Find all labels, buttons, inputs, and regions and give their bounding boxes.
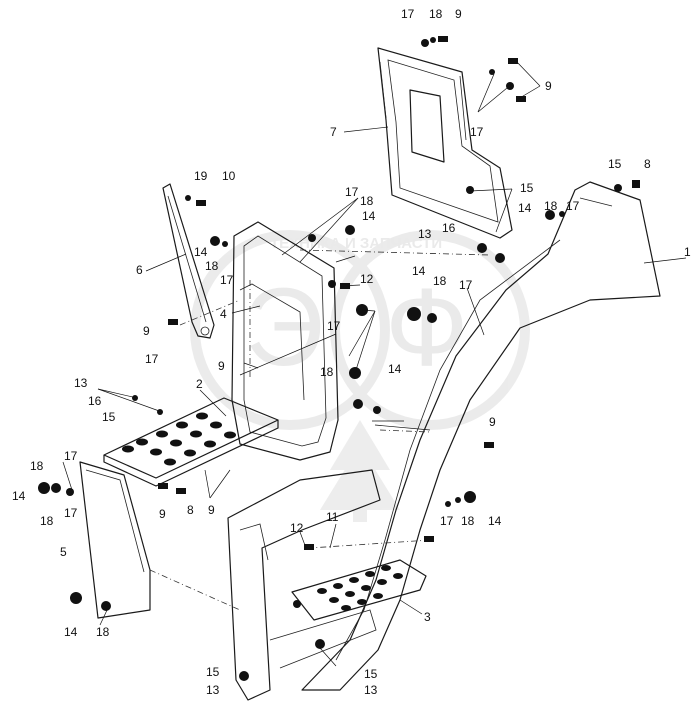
part-4-frame	[231, 221, 339, 461]
callout-c31: 17	[327, 319, 341, 333]
callout-c12: 18	[360, 194, 374, 208]
callout-c50: 18	[461, 514, 475, 528]
callout-c30: 9	[143, 324, 150, 338]
callout-labels: 17 18 9 9 7 17 15 8 19 10 17 18 14 15 14…	[12, 7, 691, 697]
watermark-text: ТЕХНИКА И ЗАПЧАСТИ	[270, 235, 442, 252]
callout-c33: 9	[218, 359, 225, 373]
callout-c58: 15	[206, 665, 220, 679]
part-3-lower-housing	[227, 469, 427, 701]
callout-c53: 5	[60, 545, 67, 559]
callout-c10: 10	[222, 169, 236, 183]
callout-c49: 17	[440, 514, 454, 528]
fasteners	[38, 36, 640, 681]
callout-c4: 9	[545, 79, 552, 93]
callout-c18: 13	[418, 227, 432, 241]
callout-c16: 18	[544, 199, 558, 213]
callout-c35: 14	[388, 362, 402, 376]
callout-c44: 18	[40, 514, 54, 528]
callout-c1: 17	[401, 7, 415, 21]
part-6-bracket	[162, 183, 215, 339]
callout-c13: 14	[362, 209, 376, 223]
callout-c41: 18	[30, 459, 44, 473]
callout-c19: 16	[442, 221, 456, 235]
callout-c21: 18	[205, 259, 219, 273]
callout-c37: 2	[196, 377, 203, 391]
callout-c60: 15	[364, 667, 378, 681]
callout-c17: 17	[566, 199, 580, 213]
callout-c45: 17	[64, 506, 78, 520]
callout-c25: 12	[360, 272, 374, 286]
callout-c20: 14	[194, 245, 208, 259]
watermark-letter-1: Э	[245, 266, 324, 389]
callout-c23: 1	[684, 245, 691, 259]
callout-c52: 11	[326, 510, 339, 524]
callout-c11: 17	[345, 185, 359, 199]
callout-c42: 17	[64, 449, 78, 463]
callout-c40: 9	[489, 415, 496, 429]
callout-c55: 3	[424, 610, 431, 624]
callout-c34: 18	[320, 365, 334, 379]
callout-c38: 16	[88, 394, 102, 408]
callout-c26: 14	[412, 264, 426, 278]
callout-c48: 9	[208, 503, 215, 517]
callout-c28: 17	[459, 278, 473, 292]
callout-c36: 13	[74, 376, 88, 390]
watermark-tree-logo	[320, 420, 400, 522]
callout-c8: 8	[644, 157, 651, 171]
part-2-upper-step	[103, 397, 279, 487]
callout-c29: 4	[220, 307, 227, 321]
callout-c27: 18	[433, 274, 447, 288]
callout-c43: 14	[12, 489, 26, 503]
callout-c56: 14	[64, 625, 78, 639]
callout-c32: 17	[145, 352, 159, 366]
leader-lines	[62, 60, 687, 667]
callout-c22: 17	[220, 273, 234, 287]
callout-c9: 19	[194, 169, 208, 183]
callout-c5: 7	[330, 125, 337, 139]
callout-c2: 18	[429, 7, 443, 21]
callout-c15: 14	[518, 201, 532, 215]
watermark-ring-right	[330, 230, 530, 430]
watermark-letter-2: Ф	[385, 266, 469, 389]
part-5-side-panel	[79, 461, 151, 619]
callout-c46: 9	[159, 507, 166, 521]
part-1-fender	[301, 181, 661, 691]
watermark: Э Ф ТЕХНИКА И ЗАПЧАСТИ	[190, 230, 530, 522]
callout-c6: 17	[470, 125, 484, 139]
callout-c57: 18	[96, 625, 110, 639]
callout-c54: 12	[290, 521, 304, 535]
callout-c14: 15	[520, 181, 534, 195]
callout-c3: 9	[455, 7, 462, 21]
callout-c39: 15	[102, 410, 116, 424]
callout-c61: 13	[364, 683, 378, 697]
callout-c7: 15	[608, 157, 622, 171]
part-7-top-plate	[377, 47, 513, 239]
callout-c59: 13	[206, 683, 220, 697]
callout-c24: 6	[136, 263, 143, 277]
callout-c51: 14	[488, 514, 502, 528]
callout-c47: 8	[187, 503, 194, 517]
